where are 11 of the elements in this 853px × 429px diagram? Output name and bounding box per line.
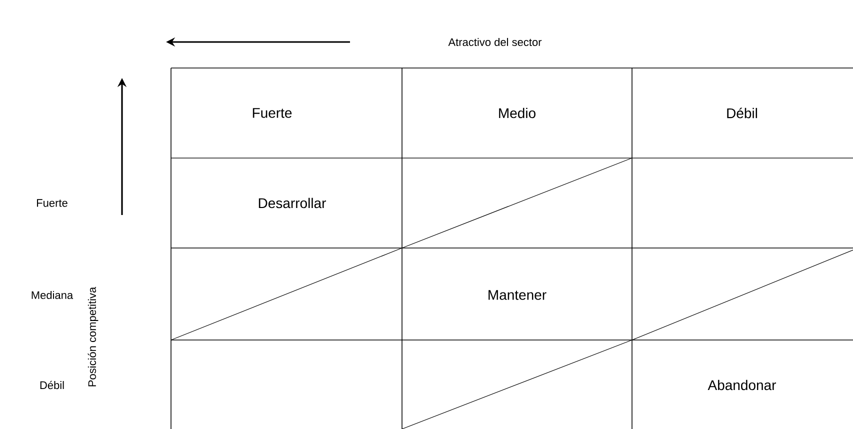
- row-label: Mediana: [32, 290, 74, 300]
- column-header: Medio: [499, 108, 536, 118]
- column-header: Débil: [727, 108, 758, 118]
- cell-text: Abandonar: [708, 380, 776, 390]
- axis-label: Atractivo del sector: [448, 38, 542, 46]
- cell-text: Mantener: [488, 290, 546, 300]
- axis-label: Posición competitiva: [88, 286, 98, 386]
- row-label: Fuerte: [37, 199, 68, 207]
- row-label: Débil: [40, 380, 64, 390]
- column-header: Fuerte: [252, 108, 292, 118]
- cell-text: Desarrollar: [258, 198, 326, 208]
